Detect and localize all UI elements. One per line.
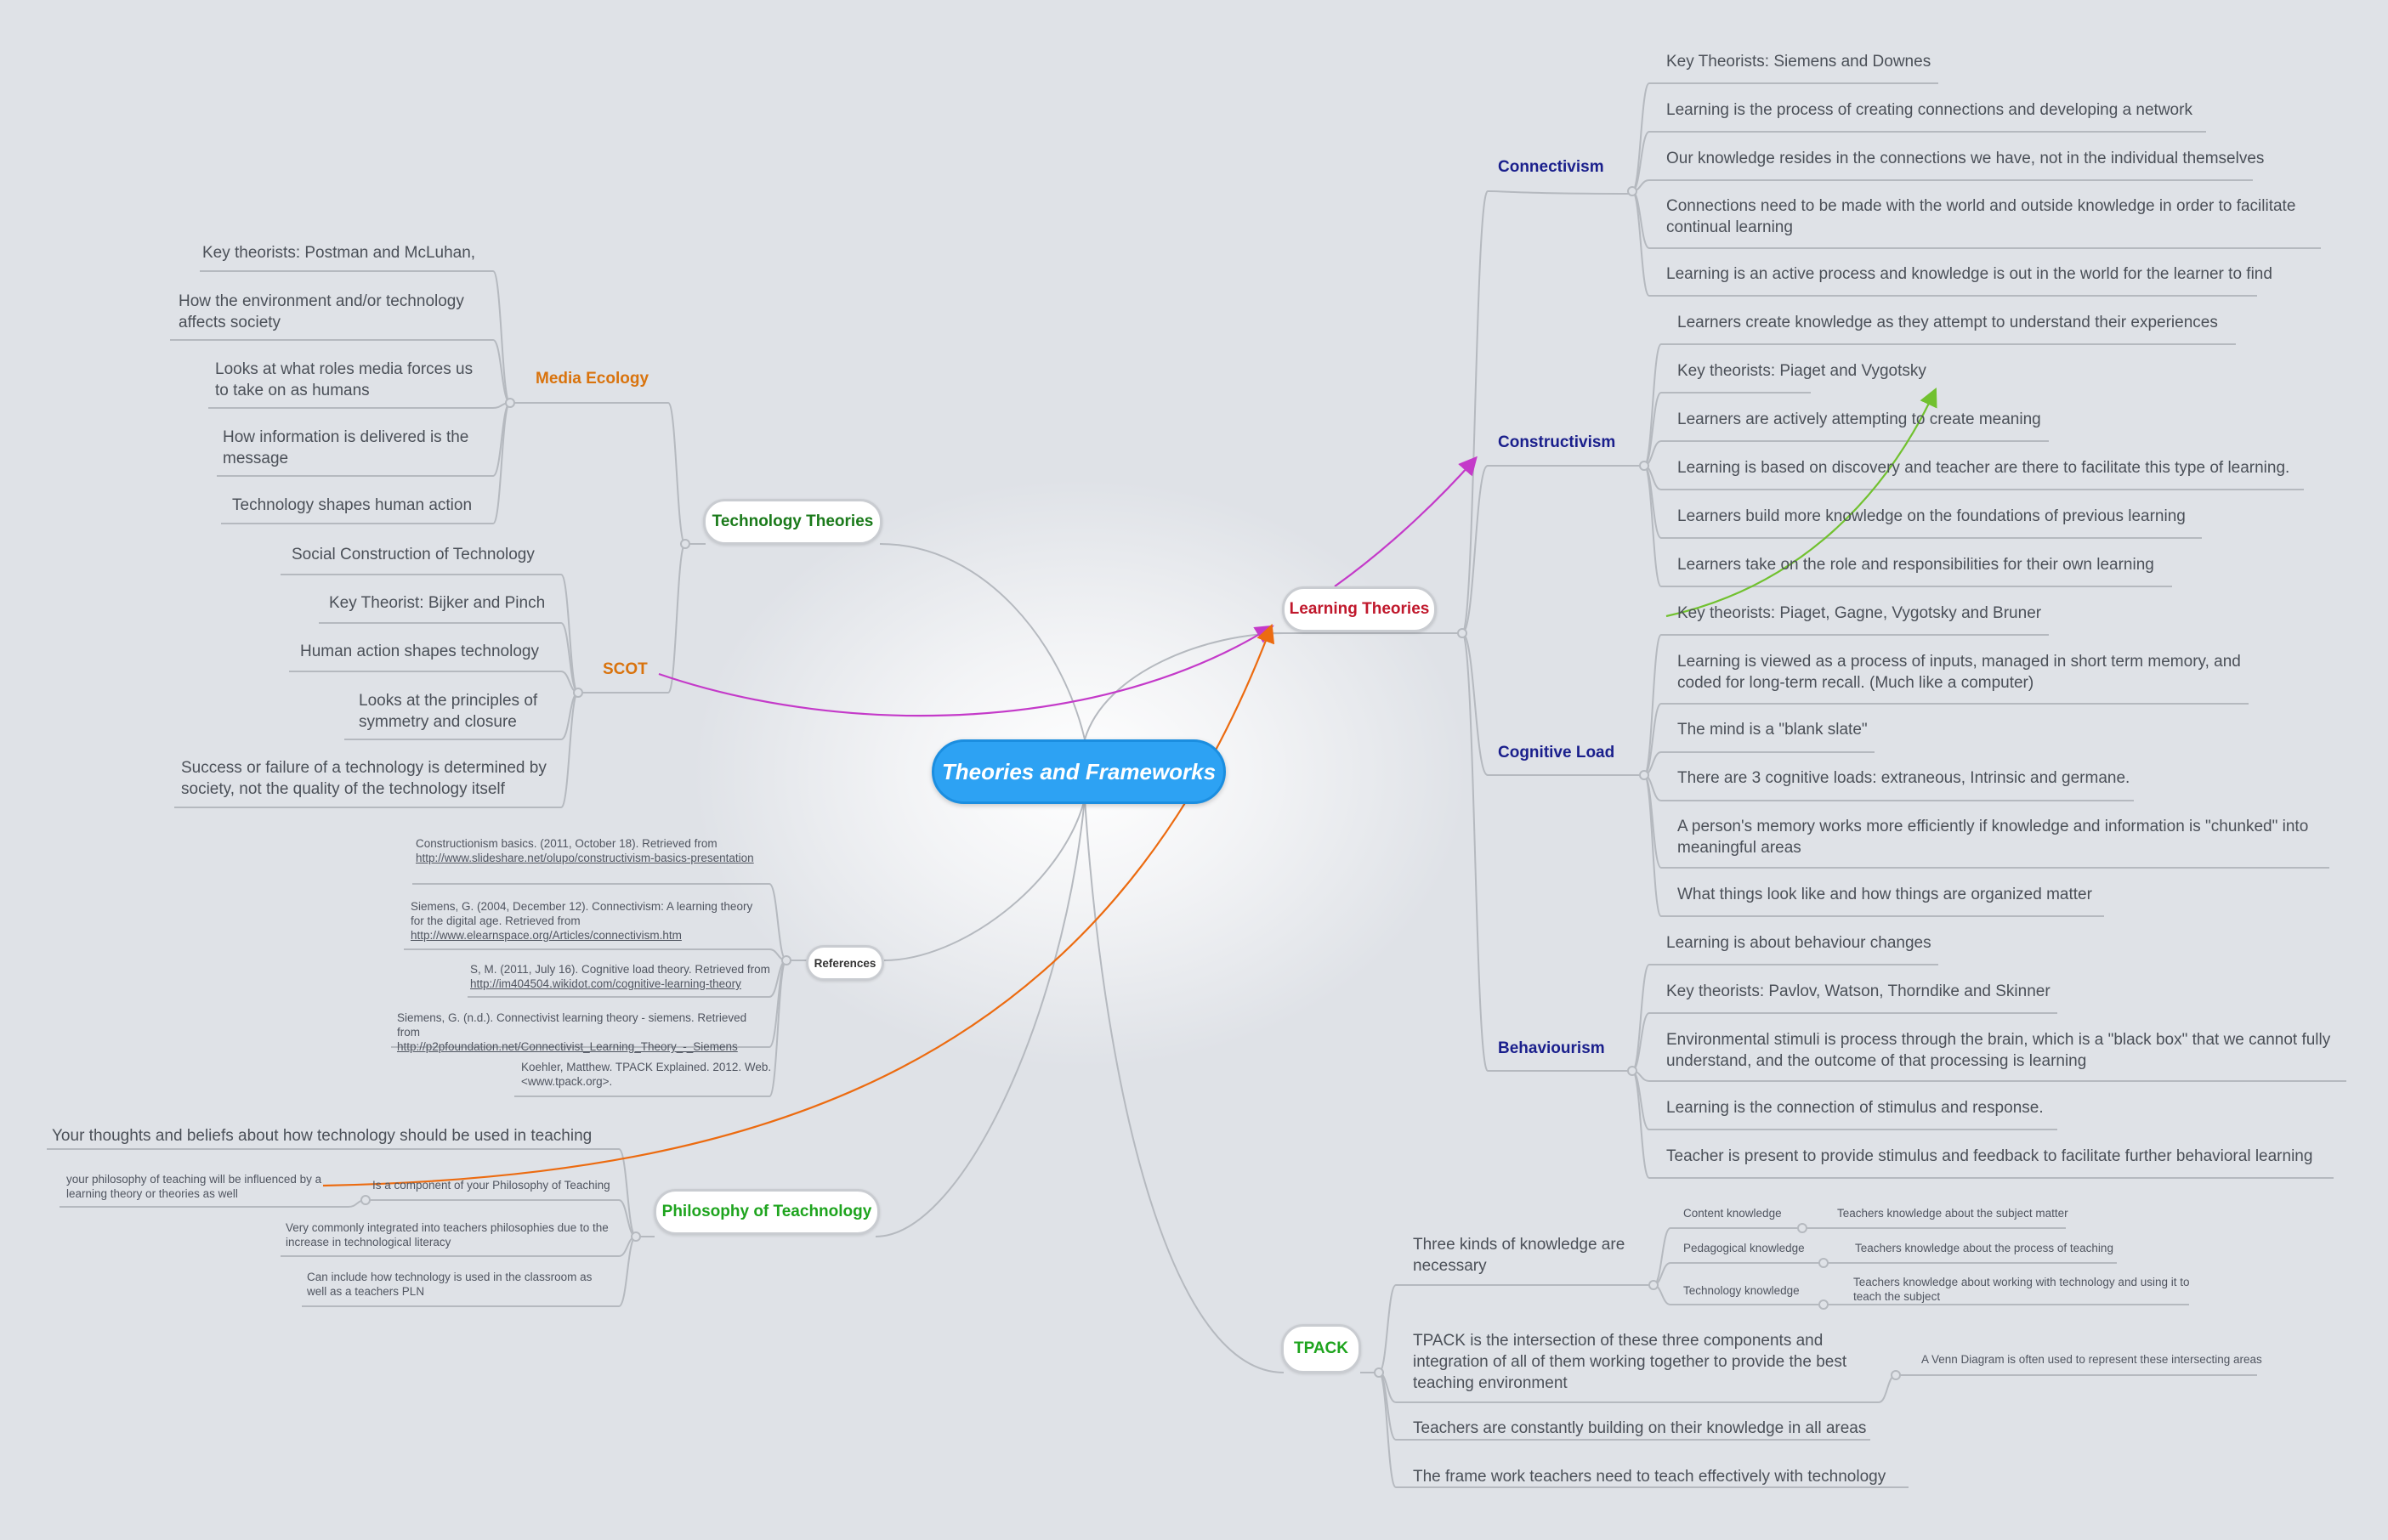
cognitive-load-item[interactable]: A person's memory works more efficiently… — [1677, 818, 2309, 857]
connectivism-item[interactable]: Our knowledge resides in the connections… — [1666, 150, 2265, 167]
behaviourism-item[interactable]: Key theorists: Pavlov, Watson, Thorndike… — [1666, 982, 2051, 1000]
constructivism-item[interactable]: Learners take on the role and responsibi… — [1677, 556, 2154, 574]
central-topic[interactable]: Theories and Frameworks — [932, 739, 1226, 804]
connectivism-item[interactable]: Learning is the process of creating conn… — [1666, 101, 2192, 119]
reference-item: Koehler, Matthew. TPACK Explained. 2012.… — [521, 1061, 772, 1088]
tpack-three-kinds[interactable]: Three kinds of knowledge are necessary — [1413, 1236, 1625, 1275]
behaviourism-item[interactable]: Learning is about behaviour changes — [1666, 934, 1931, 952]
reference-item: Siemens, G. (2004, December 12). Connect… — [411, 900, 753, 942]
tpack-knowledge-label[interactable]: Technology knowledge — [1683, 1284, 1800, 1297]
subtopic-constructivism[interactable]: Constructivism — [1498, 433, 1616, 451]
tpack-knowledge-desc[interactable]: Teachers knowledge about the process of … — [1855, 1242, 2113, 1254]
scot-item[interactable]: Looks at the principles of symmetry and … — [359, 692, 538, 731]
reference-link[interactable]: http://p2pfoundation.net/Connectivist_Le… — [397, 1040, 738, 1053]
tpack-knowledge-desc[interactable]: Teachers knowledge about the subject mat… — [1837, 1207, 2068, 1220]
tpack-item[interactable]: The frame work teachers need to teach ef… — [1413, 1468, 1886, 1486]
topic-philosophy-of-teachnology[interactable]: Philosophy of Teachnology — [654, 1189, 880, 1235]
tpack-knowledge-label[interactable]: Content knowledge — [1683, 1207, 1782, 1220]
subtopic-media-ecology[interactable]: Media Ecology — [536, 370, 649, 388]
cognitive-load-item[interactable]: The mind is a "blank slate" — [1677, 721, 1868, 739]
relation-learning-constructivism — [1334, 456, 1478, 587]
connectivism-item[interactable]: Learning is an active process and knowle… — [1666, 265, 2272, 283]
scot-item[interactable]: Social Construction of Technology — [292, 546, 535, 563]
philosophy-item[interactable]: Very commonly integrated into teachers p… — [286, 1221, 609, 1248]
topic-tpack[interactable]: TPACK — [1281, 1324, 1361, 1373]
subtopic-connectivism[interactable]: Connectivism — [1498, 158, 1604, 176]
tpack-item[interactable]: Teachers are constantly building on thei… — [1413, 1419, 1867, 1437]
philosophy-item[interactable]: Your thoughts and beliefs about how tech… — [52, 1127, 593, 1145]
scot-item[interactable]: Human action shapes technology — [300, 643, 539, 660]
scot-item[interactable]: Key Theorist: Bijker and Pinch — [329, 594, 546, 612]
cognitive-load-item[interactable]: Key theorists: Piaget, Gagne, Vygotsky a… — [1677, 604, 2042, 622]
constructivism-item[interactable]: Learners build more knowledge on the fou… — [1677, 507, 2186, 525]
connectivism-item[interactable]: Connections need to be made with the wor… — [1666, 197, 2296, 236]
media-ecology-item[interactable]: Key theorists: Postman and McLuhan, — [202, 244, 476, 262]
topic-learning-theories[interactable]: Learning Theories — [1282, 586, 1437, 632]
constructivism-item[interactable]: Learners create knowledge as they attemp… — [1677, 314, 2218, 331]
behaviourism-item[interactable]: Teacher is present to provide stimulus a… — [1666, 1147, 2313, 1165]
reference-item: Constructionism basics. (2011, October 1… — [416, 837, 754, 864]
reference-link[interactable]: http://www.elearnspace.org/Articles/conn… — [411, 929, 682, 942]
reference-item: S, M. (2011, July 16). Cognitive load th… — [470, 963, 770, 990]
media-ecology-item[interactable]: How the environment and/or technology af… — [179, 292, 464, 331]
cognitive-load-item[interactable]: There are 3 cognitive loads: extraneous,… — [1677, 769, 2130, 787]
scot-item[interactable]: Success or failure of a technology is de… — [181, 759, 547, 798]
tpack-venn-note[interactable]: A Venn Diagram is often used to represen… — [1921, 1353, 2262, 1366]
tpack-knowledge-desc[interactable]: Teachers knowledge about working with te… — [1853, 1276, 2190, 1303]
reference-link[interactable]: http://www.slideshare.net/olupo/construc… — [416, 852, 754, 864]
tpack-intersection[interactable]: TPACK is the intersection of these three… — [1413, 1332, 1847, 1392]
constructivism-item[interactable]: Learners are actively attempting to crea… — [1677, 410, 2041, 428]
subtopic-behaviourism[interactable]: Behaviourism — [1498, 1039, 1605, 1057]
media-ecology-item[interactable]: Looks at what roles media forces us to t… — [215, 360, 474, 399]
topic-technology-theories[interactable]: Technology Theories — [703, 499, 882, 545]
cognitive-load-item[interactable]: What things look like and how things are… — [1677, 886, 2092, 903]
philosophy-sub-note[interactable]: your philosophy of teaching will be infl… — [66, 1173, 322, 1200]
philosophy-item[interactable]: Is a component of your Philosophy of Tea… — [372, 1179, 610, 1192]
topic-references[interactable]: References — [806, 945, 884, 981]
subtopic-cognitive-load[interactable]: Cognitive Load — [1498, 744, 1615, 762]
tpack-knowledge-label[interactable]: Pedagogical knowledge — [1683, 1242, 1805, 1254]
behaviourism-item[interactable]: Learning is the connection of stimulus a… — [1666, 1099, 2044, 1117]
subtopic-scot[interactable]: SCOT — [603, 660, 648, 678]
reference-item: Siemens, G. (n.d.). Connectivist learnin… — [397, 1011, 747, 1053]
constructivism-item[interactable]: Learning is based on discovery and teach… — [1677, 459, 2290, 477]
connectivism-item[interactable]: Key Theorists: Siemens and Downes — [1666, 53, 1931, 71]
reference-link[interactable]: http://im404504.wikidot.com/cognitive-le… — [470, 977, 741, 990]
media-ecology-item[interactable]: How information is delivered is the mess… — [223, 428, 469, 467]
behaviourism-item[interactable]: Environmental stimuli is process through… — [1666, 1031, 2331, 1070]
philosophy-item[interactable]: Can include how technology is used in th… — [307, 1271, 593, 1298]
media-ecology-item[interactable]: Technology shapes human action — [232, 496, 473, 514]
cognitive-load-item[interactable]: Learning is viewed as a process of input… — [1677, 653, 2241, 692]
relation-scot-learning — [658, 625, 1274, 717]
constructivism-item[interactable]: Key theorists: Piaget and Vygotsky — [1677, 362, 1926, 380]
relation-cognitive-constructivism — [1665, 388, 1937, 618]
